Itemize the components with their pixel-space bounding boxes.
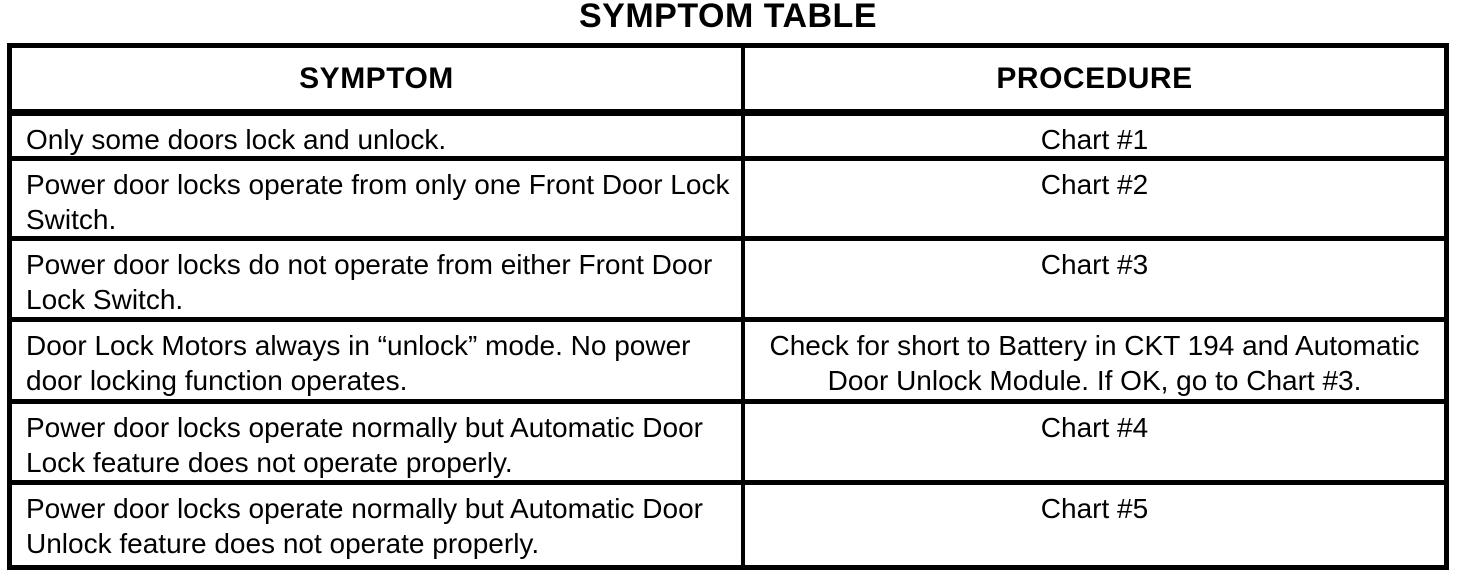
procedure-text: Chart #5	[1040, 493, 1149, 524]
procedure-text: Chart #1	[1040, 124, 1149, 155]
procedure-cell: Check for short to Battery in CKT 194 an…	[745, 322, 1444, 399]
column-header-procedure: PROCEDURE	[745, 48, 1444, 109]
table-row: Power door locks operate normally but Au…	[12, 404, 1444, 480]
symptom-text: Power door locks operate from only one F…	[26, 169, 730, 235]
table-row: Only some doors lock and unlock. Chart #…	[12, 116, 1444, 156]
procedure-text: Chart #3	[1040, 249, 1149, 280]
table-row: Power door locks operate from only one F…	[12, 161, 1444, 236]
symptom-cell: Power door locks operate normally but Au…	[12, 404, 741, 480]
procedure-cell: Chart #5	[745, 485, 1444, 565]
page-title: SYMPTOM TABLE	[578, 0, 878, 35]
symptom-table: SYMPTOM PROCEDURE Only some doors lock a…	[7, 43, 1449, 570]
symptom-cell: Only some doors lock and unlock.	[12, 116, 741, 156]
procedure-cell: Chart #1	[745, 116, 1444, 156]
symptom-cell: Power door locks operate normally but Au…	[12, 485, 741, 565]
table-row: Power door locks do not operate from eit…	[12, 241, 1444, 317]
symptom-text: Power door locks operate normally but Au…	[26, 493, 703, 559]
symptom-text: Door Lock Motors always in “unlock” mode…	[26, 330, 691, 396]
column-header-symptom: SYMPTOM	[12, 48, 741, 109]
symptom-cell: Door Lock Motors always in “unlock” mode…	[12, 322, 741, 399]
procedure-text: Chart #2	[1040, 169, 1149, 200]
procedure-cell: Chart #3	[745, 241, 1444, 317]
procedure-text: Chart #4	[1040, 412, 1149, 443]
table-row: Power door locks operate normally but Au…	[12, 485, 1444, 565]
procedure-text: Check for short to Battery in CKT 194 an…	[769, 330, 1420, 396]
table-row: Door Lock Motors always in “unlock” mode…	[12, 322, 1444, 399]
symptom-cell: Power door locks do not operate from eit…	[12, 241, 741, 317]
symptom-text: Only some doors lock and unlock.	[26, 124, 447, 155]
symptom-text: Power door locks do not operate from eit…	[26, 249, 713, 315]
procedure-cell: Chart #2	[745, 161, 1444, 236]
procedure-cell: Chart #4	[745, 404, 1444, 480]
table-header-row: SYMPTOM PROCEDURE	[12, 48, 1444, 109]
symptom-text: Power door locks operate normally but Au…	[26, 412, 703, 478]
symptom-cell: Power door locks operate from only one F…	[12, 161, 741, 236]
